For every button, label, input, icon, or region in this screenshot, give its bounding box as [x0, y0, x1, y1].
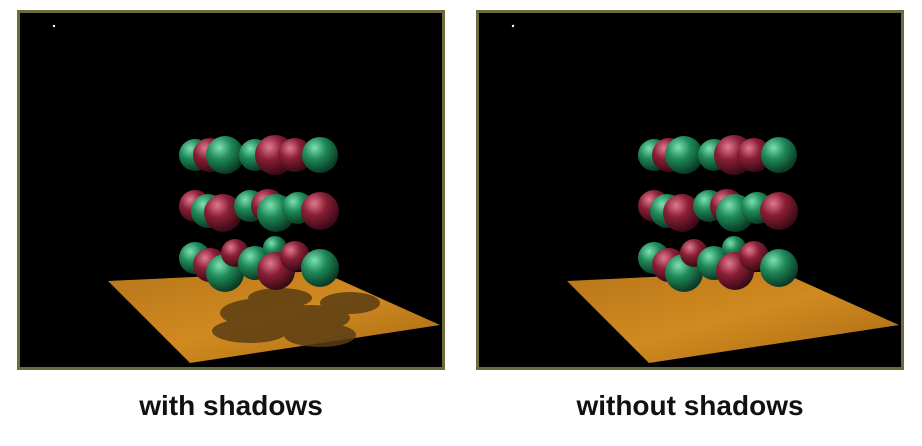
spheres-bottom-row	[638, 236, 798, 292]
spheres-bottom-row	[179, 236, 339, 292]
caption-with-shadows: with shadows	[139, 390, 323, 421]
scene-without-shadows	[511, 24, 899, 363]
spheres-middle-row	[179, 189, 339, 232]
floor	[567, 271, 899, 363]
spheres-middle-row	[638, 189, 798, 232]
shadows	[212, 288, 380, 347]
render-with-shadows	[17, 10, 445, 370]
star-dot	[52, 24, 56, 28]
spheres-top-row	[638, 135, 797, 175]
spheres-top-row	[179, 135, 338, 175]
scene-with-shadows	[52, 24, 440, 363]
caption-without-shadows: without shadows	[576, 390, 804, 421]
star-dot	[511, 24, 515, 28]
render-without-shadows	[476, 10, 904, 370]
